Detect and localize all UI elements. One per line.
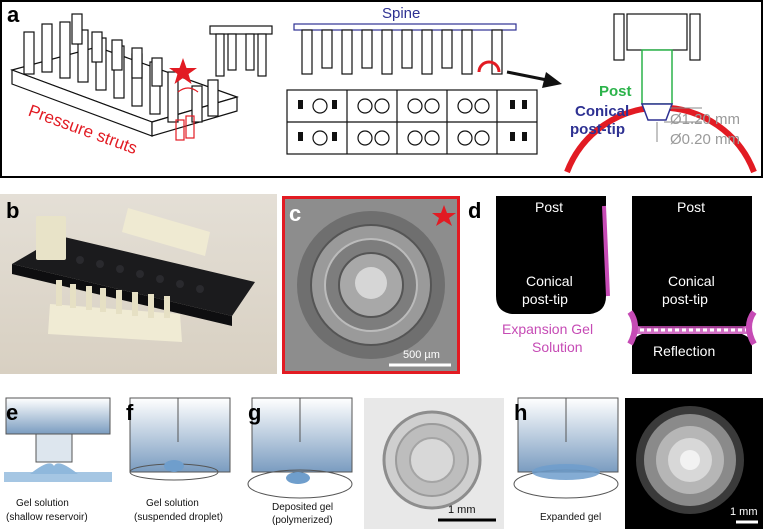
panel-c: c 500 µm xyxy=(282,196,460,374)
scale-bar-label-g: 1 mm xyxy=(448,504,476,516)
dimension-0-20: Ø0.20 mm xyxy=(670,131,741,148)
panel-label-b: b xyxy=(6,198,20,223)
zoom-arrow xyxy=(506,70,548,82)
tip-label-right-2: post-tip xyxy=(662,291,708,307)
scale-bar-label-c: 500 µm xyxy=(403,349,440,361)
panel-a-drawing xyxy=(10,13,757,174)
panel-label-h: h xyxy=(514,400,528,425)
side-view-post-tips xyxy=(496,196,757,374)
gel-solution-label-1: Expansion Gel xyxy=(502,321,594,337)
panel-label-c: c xyxy=(289,201,302,226)
post-label: Post xyxy=(599,83,632,100)
post-label-right: Post xyxy=(677,199,706,215)
dimension-1-20: Ø1.20 mm xyxy=(670,111,741,128)
scale-bar-label-h: 1 mm xyxy=(730,506,758,518)
device-top-view xyxy=(286,89,538,155)
caption-g-1: Deposited gel xyxy=(272,502,334,513)
caption-h-1: Expanded gel xyxy=(540,512,602,523)
post-tip-detail xyxy=(564,13,757,174)
caption-e-2: (shallow reservoir) xyxy=(6,512,88,523)
star-marker-icon xyxy=(432,205,456,226)
panel-d: d Post Post Conical post-tip Conical pos… xyxy=(462,196,763,374)
caption-g-2: (polymerized) xyxy=(272,515,333,526)
tip-label-right-1: Conical xyxy=(668,273,715,289)
spine-label: Spine xyxy=(382,5,421,22)
device-profile-spine xyxy=(293,23,517,75)
device-profile-small xyxy=(209,25,273,77)
panel-label-a: a xyxy=(7,2,20,27)
caption-f-1: Gel solution xyxy=(146,498,199,509)
schematic-deposited-gel xyxy=(247,397,504,529)
tip-label-left-1: Conical xyxy=(526,273,573,289)
photo-device-on-plate xyxy=(12,208,255,342)
schematic-expanded-gel xyxy=(513,397,763,529)
conical-post-tip-label-2: post-tip xyxy=(570,121,625,138)
panel-a: a xyxy=(0,0,763,178)
schematic-shallow-reservoir xyxy=(4,397,112,482)
zoom-marker-arc xyxy=(477,60,501,73)
star-marker-icon xyxy=(169,58,197,84)
panel-label-g: g xyxy=(248,400,262,425)
tip-label-left-2: post-tip xyxy=(522,291,568,307)
panel-f: f Gel solution (suspended droplet) xyxy=(120,397,236,529)
device-isometric xyxy=(10,13,239,141)
conical-post-tip-label-1: Conical xyxy=(575,103,630,120)
schematic-suspended-droplet xyxy=(129,397,231,481)
panel-label-d: d xyxy=(468,198,482,223)
panel-g: g Deposited gel (polymerized) 1 mm xyxy=(242,397,504,529)
panel-label-f: f xyxy=(126,400,134,425)
micrograph-deposited-gel xyxy=(297,211,451,367)
panel-label-e: e xyxy=(6,400,19,425)
caption-e-1: Gel solution xyxy=(16,498,69,509)
panel-h: h Expanded gel 1 mm xyxy=(508,397,763,529)
caption-f-2: (suspended droplet) xyxy=(134,512,223,523)
post-label-left: Post xyxy=(535,199,564,215)
reflection-label: Reflection xyxy=(653,343,716,359)
gel-solution-label-2: Solution xyxy=(532,339,583,355)
panel-e: e Gel solution (shallow reservoir) xyxy=(0,397,116,529)
panel-b: b xyxy=(0,194,277,374)
